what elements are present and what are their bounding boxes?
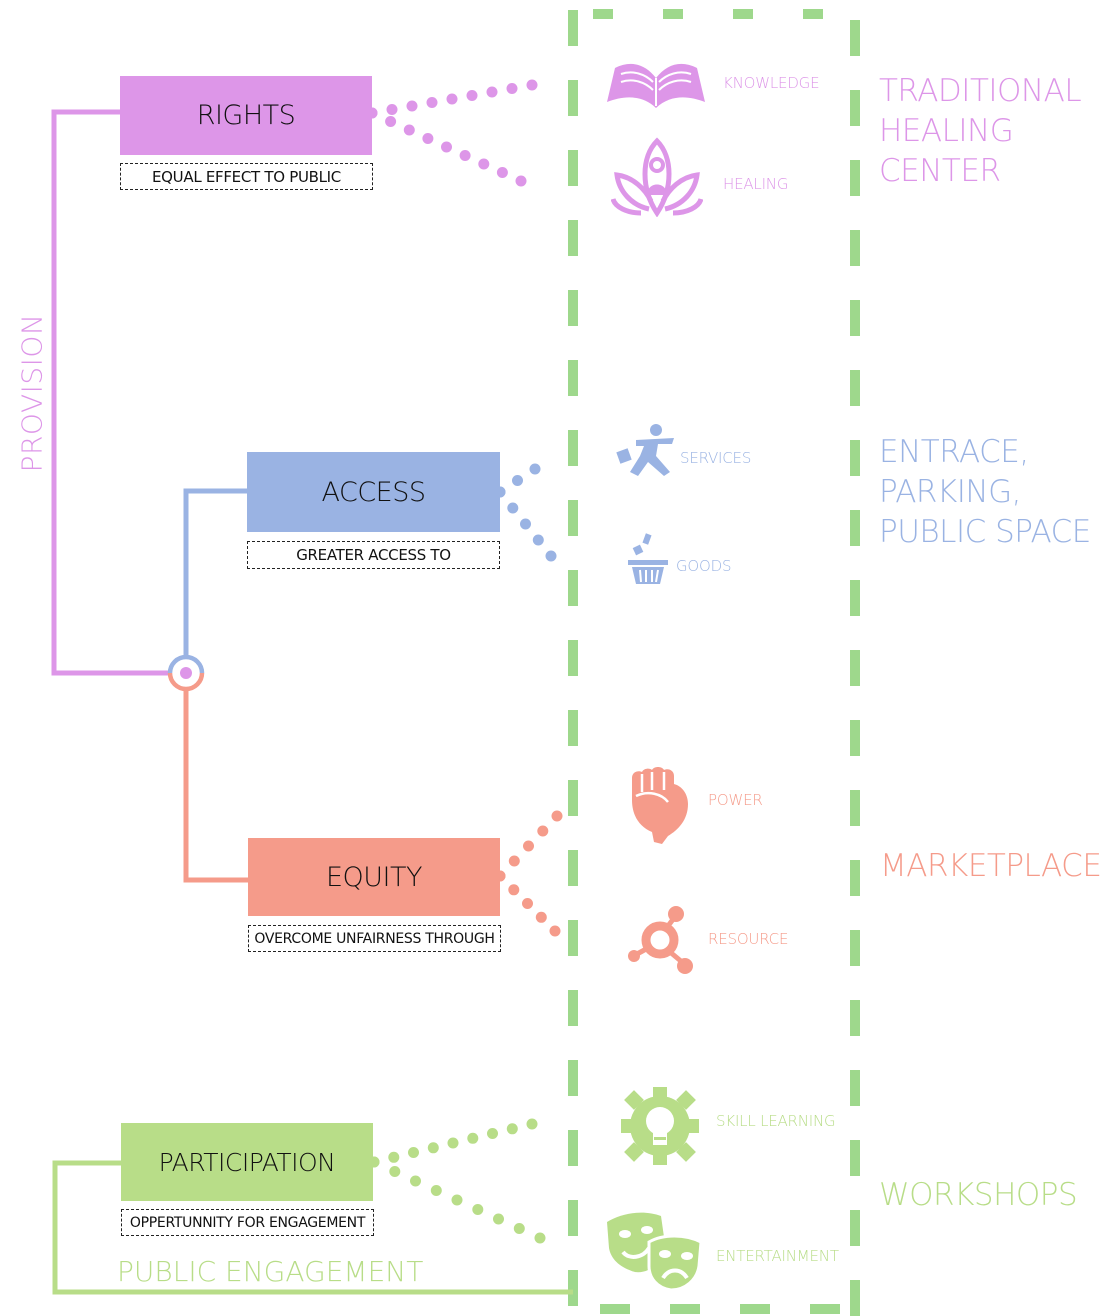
dot-equity-resource: [522, 898, 533, 909]
category-healing-center-line1: TRADITIONAL: [879, 73, 1082, 109]
dot-participation-entertainment: [534, 1232, 546, 1244]
rights-subtitle: EQUAL EFFECT TO PUBLIC: [120, 163, 373, 190]
raised-fist-icon: [632, 767, 688, 844]
dot-rights-knowledge: [386, 104, 398, 115]
dot-participation-entertainment: [389, 1166, 401, 1177]
healing-label: HEALING: [723, 175, 789, 193]
category-marketplace: MARKETPLACE: [880, 846, 1102, 886]
dot-participation-skill: [427, 1142, 439, 1154]
dot-equity-power: [523, 840, 534, 852]
category-marketplace-line1: MARKETPLACE: [880, 848, 1102, 884]
dot-rights-healing: [478, 158, 490, 170]
category-entrance: ENTRACE, PARKING, PUBLIC SPACE: [879, 432, 1091, 552]
dot-participation-skill: [526, 1118, 538, 1130]
dot-participation-skill: [408, 1147, 419, 1158]
dot-rights-knowledge: [406, 100, 418, 112]
dot-access-services: [512, 475, 523, 486]
category-entrance-line2: PARKING,: [879, 474, 1021, 510]
dot-rights-knowledge: [446, 93, 458, 105]
rights-title: RIGHTS: [196, 100, 296, 131]
access-connector: [183, 488, 248, 658]
category-healing-center: TRADITIONAL HEALING CENTER: [879, 71, 1082, 191]
provision-label: PROVISION: [15, 313, 49, 473]
dot-rights-knowledge: [526, 79, 538, 91]
category-healing-center-line3: CENTER: [879, 153, 1001, 189]
rights-box: RIGHTS: [120, 76, 372, 155]
dot-rights-knowledge: [506, 83, 518, 94]
dot-access-services: [529, 463, 541, 475]
gear-bulb-icon: [621, 1087, 699, 1165]
category-workshops: WORKSHOPS: [879, 1175, 1078, 1215]
services-label: SERVICES: [680, 449, 752, 467]
equity-title: EQUITY: [325, 861, 423, 893]
dot-equity-power: [508, 855, 520, 867]
dot-equity-power: [537, 825, 549, 837]
dot-participation-entertainment: [451, 1194, 463, 1206]
basket-icon: [628, 533, 668, 584]
dot-rights-healing: [459, 150, 471, 161]
resource-label: RESOURCE: [708, 930, 789, 948]
category-entrance-line1: ENTRACE,: [879, 434, 1029, 470]
dot-trails: [366, 79, 563, 1244]
knowledge-label: KNOWLEDGE: [723, 74, 820, 92]
dot-access-goods: [532, 534, 544, 546]
access-title: ACCESS: [321, 476, 426, 508]
category-healing-center-line2: HEALING: [879, 113, 1014, 149]
dot-rights-knowledge: [466, 90, 478, 101]
dot-rights-healing: [403, 124, 415, 136]
hub-node: [167, 654, 205, 692]
dot-rights-knowledge: [426, 97, 438, 108]
dot-equity-resource: [535, 911, 547, 923]
dot-equity-resource: [508, 884, 520, 896]
dot-rights-healing: [422, 133, 434, 144]
dot-participation-entertainment: [472, 1204, 484, 1215]
equity-connector: [183, 688, 248, 883]
dot-participation-entertainment: [493, 1213, 504, 1225]
access-subtitle: GREATER ACCESS TO: [247, 541, 500, 569]
goods-label: GOODS: [676, 557, 732, 575]
dot-participation-skill: [467, 1132, 479, 1144]
open-book-icon: [607, 63, 705, 108]
equity-subtitle: OVERCOME UNFAIRNESS THROUGH: [248, 925, 501, 952]
theater-masks-icon: [607, 1212, 703, 1292]
entertainment-label: ENTERTAINMENT: [716, 1247, 839, 1265]
running-person-icon: [616, 424, 674, 476]
provision-connector: [51, 109, 172, 676]
dot-participation-skill: [447, 1137, 459, 1149]
category-workshops-line1: WORKSHOPS: [879, 1177, 1078, 1213]
skill-learning-label: SKILL LEARNING: [716, 1112, 836, 1130]
category-entrance-line3: PUBLIC SPACE: [879, 514, 1091, 550]
public-engagement-label: PUBLIC ENGAGEMENT: [117, 1255, 424, 1288]
dot-equity-resource: [549, 925, 561, 937]
power-label: POWER: [708, 791, 763, 809]
dot-access-goods: [507, 502, 519, 514]
equity-box: EQUITY: [248, 838, 500, 916]
dashed-frame: [568, 9, 860, 1316]
dot-participation-skill: [388, 1151, 400, 1163]
dot-equity-power: [551, 810, 563, 822]
network-node-icon: [628, 906, 693, 974]
dot-access-goods: [520, 518, 531, 530]
dot-participation-skill: [487, 1128, 498, 1139]
dot-access-goods: [545, 550, 557, 562]
dot-rights-knowledge: [486, 86, 498, 98]
dot-rights-healing: [515, 175, 527, 187]
participation-box: PARTICIPATION: [121, 1123, 373, 1201]
dot-participation-entertainment: [430, 1185, 442, 1196]
dot-participation-entertainment: [410, 1175, 421, 1187]
engagement-connector: [52, 1160, 573, 1295]
dot-rights-healing: [496, 167, 508, 178]
dot-participation-skill: [506, 1123, 518, 1135]
dot-rights-healing: [441, 141, 452, 153]
lotus-meditation-icon: [611, 137, 703, 217]
participation-subtitle: OPPERTUNNITY FOR ENGAGEMENT: [121, 1209, 374, 1236]
participation-title: PARTICIPATION: [158, 1147, 336, 1177]
dot-rights-healing: [385, 116, 397, 127]
dot-participation-entertainment: [513, 1223, 525, 1234]
access-box: ACCESS: [247, 452, 500, 532]
